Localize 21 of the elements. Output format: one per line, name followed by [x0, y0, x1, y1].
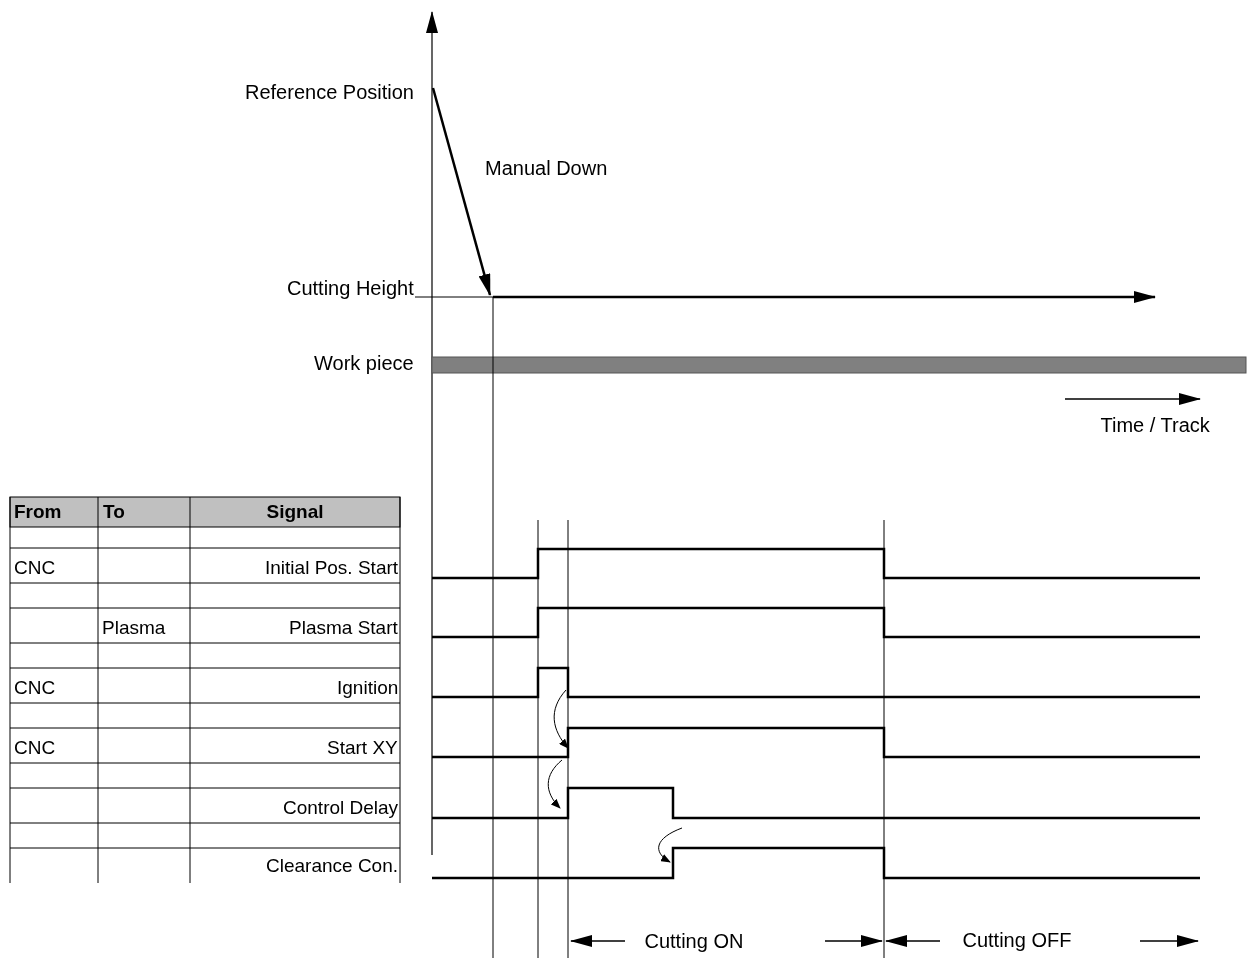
table-cell-text: Control Delay [283, 797, 399, 819]
table-cell-text: Clearance Con. [266, 855, 399, 877]
text-label: Reference Position [245, 81, 414, 103]
text-label: Time / Track [1100, 414, 1210, 436]
table-cell-text: CNC [14, 557, 56, 579]
workpiece-bar [431, 356, 1247, 374]
text-label: Cutting OFF [962, 929, 1072, 951]
text-label: Cutting ON [644, 930, 744, 952]
column-header: Signal [266, 501, 324, 523]
table-cell-text: CNC [14, 677, 56, 699]
column-header: From [14, 501, 62, 523]
table-cell-text: Plasma [102, 617, 166, 639]
table-cell-text: Plasma Start [289, 617, 398, 639]
text-label: Work piece [314, 352, 414, 374]
table-cell-text: Ignition [337, 677, 399, 699]
text-label: Cutting Height [287, 277, 414, 299]
column-header: To [103, 501, 125, 523]
table-cell-text: CNC [14, 737, 56, 759]
table-cell-text: Start XY [327, 737, 398, 759]
text-label: Manual Down [485, 157, 608, 179]
table-cell-text: Initial Pos. Start [265, 557, 399, 579]
